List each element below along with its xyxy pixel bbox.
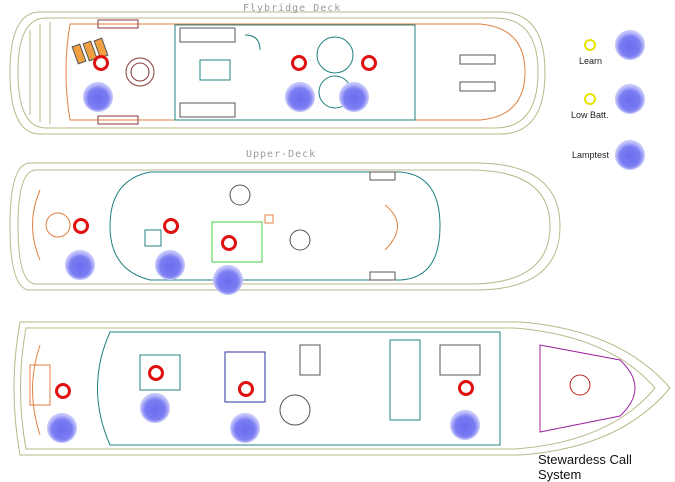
learn-button[interactable] <box>615 30 645 60</box>
call-button-flybridge-2[interactable] <box>285 82 315 112</box>
lamptest-label: Lamptest <box>572 150 610 160</box>
call-button-flybridge-3[interactable] <box>339 82 369 112</box>
main-deck-outline <box>13 321 671 456</box>
deck-plan <box>9 11 671 456</box>
learn-indicator <box>584 39 596 51</box>
low-batt-label: Low Batt. <box>571 110 609 120</box>
call-button-upper-1[interactable] <box>65 250 95 280</box>
call-indicator-flybridge-1 <box>93 55 109 71</box>
flybridge-deck-outline <box>9 11 546 135</box>
low-batt-indicator <box>584 93 596 105</box>
page-title: Stewardess Call System <box>538 452 632 482</box>
call-indicator-flybridge-3 <box>361 55 377 71</box>
call-indicator-main-3 <box>238 381 254 397</box>
call-button-upper-2[interactable] <box>155 250 185 280</box>
call-button-main-3[interactable] <box>230 413 260 443</box>
main-deck-interior <box>29 339 591 436</box>
upper-deck-outline <box>9 162 561 291</box>
call-button-main-4[interactable] <box>450 410 480 440</box>
lamptest-button[interactable] <box>615 140 645 170</box>
upper-deck-interior <box>32 171 398 281</box>
call-indicator-upper-1 <box>73 218 89 234</box>
call-indicator-main-2 <box>148 365 164 381</box>
call-indicator-upper-3 <box>221 235 237 251</box>
call-button-main-2[interactable] <box>140 393 170 423</box>
call-indicator-main-1 <box>55 383 71 399</box>
learn-label: Learn <box>579 56 603 66</box>
call-button-upper-3[interactable] <box>213 265 243 295</box>
call-indicator-flybridge-2 <box>291 55 307 71</box>
flybridge-deck-label: Flybridge Deck <box>243 3 342 14</box>
flybridge-interior <box>71 19 496 125</box>
call-indicator-upper-2 <box>163 218 179 234</box>
upper-deck-label: Upper-Deck <box>246 149 317 160</box>
call-button-main-1[interactable] <box>47 413 77 443</box>
low-batt-button[interactable] <box>615 84 645 114</box>
call-indicator-main-4 <box>458 380 474 396</box>
call-button-flybridge-1[interactable] <box>83 82 113 112</box>
